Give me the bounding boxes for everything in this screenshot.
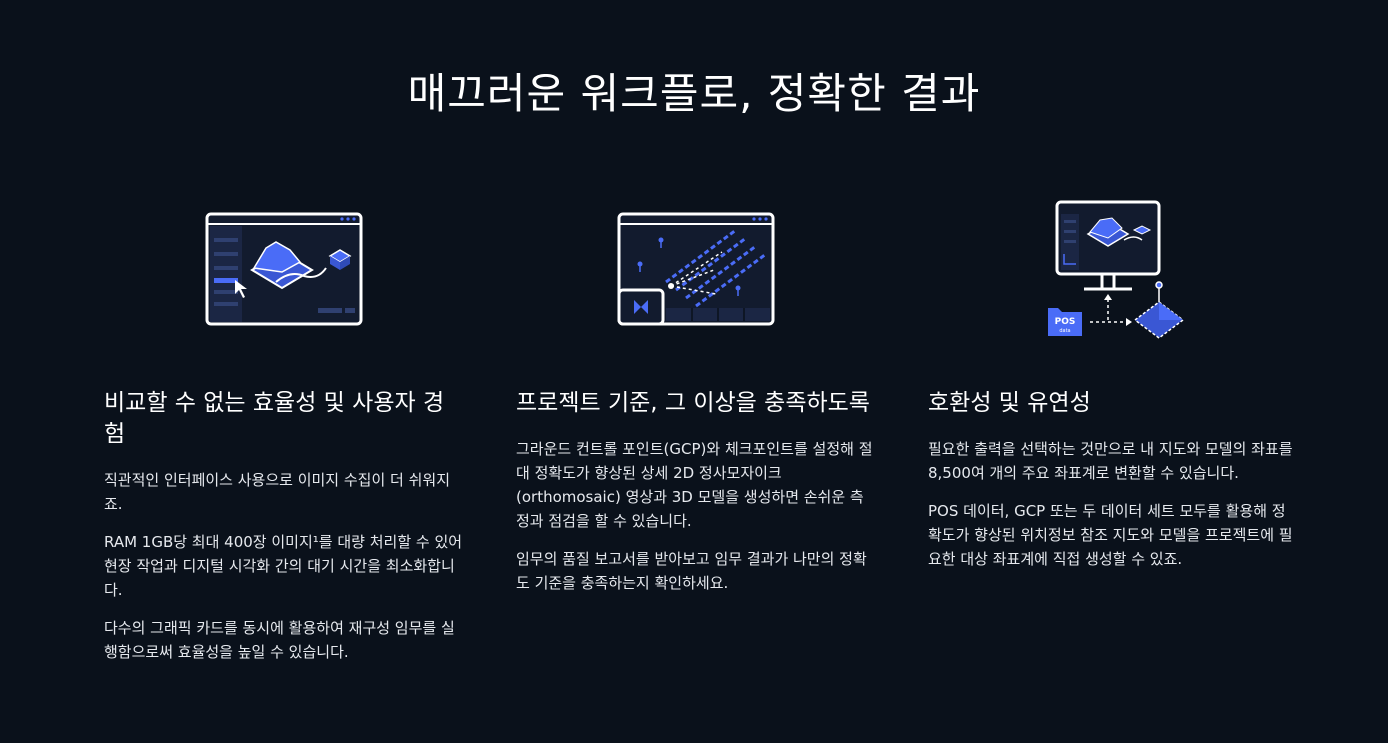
- feature-title: 비교할 수 없는 효율성 및 사용자 경험: [104, 390, 445, 447]
- feature-title: 호환성 및 유연성: [928, 390, 1091, 416]
- pos-label: POS: [1055, 317, 1076, 327]
- feature-paragraph: 그라운드 컨트롤 포인트(GCP)와 체크포인트를 설정해 절대 정확도가 향상…: [516, 440, 873, 530]
- feature-paragraph: 다수의 그래픽 카드를 동시에 활용하여 재구성 임무를 실행함으로써 효율성을…: [104, 619, 455, 661]
- feature-paragraph: POS 데이터, GCP 또는 두 데이터 세트 모두를 활용해 정확도가 향상…: [928, 502, 1293, 568]
- feature-paragraph: 임무의 품질 보고서를 받아보고 임무 결과가 나만의 정확도 기준을 충족하는…: [516, 550, 867, 592]
- pos-sub-label: data: [1059, 328, 1070, 334]
- feature-paragraph: RAM 1GB당 최대 400장 이미지¹를 대량 처리할 수 있어 현장 작업…: [104, 533, 463, 599]
- feature-paragraph: 직관적인 인터페이스 사용으로 이미지 수집이 더 쉬워지죠.: [104, 471, 451, 513]
- page-title: 매끄러운 워크플로, 정확한 결과: [407, 69, 981, 118]
- monitor-pos-data-icon: POS data: [928, 190, 1288, 350]
- feature-accuracy: 프로젝트 기준, 그 이상을 충족하도록 그라운드 컨트롤 포인트(GCP)와 …: [516, 190, 876, 595]
- gcp-checkpoint-grid-icon: [516, 190, 876, 350]
- feature-compatibility: POS data 호환성 및 유연성 필요한 출력을 선택하는 것만으로 내 지…: [928, 190, 1293, 571]
- feature-efficiency: 비교할 수 없는 효율성 및 사용자 경험 직관적인 인터페이스 사용으로 이미…: [104, 190, 464, 664]
- feature-title: 프로젝트 기준, 그 이상을 충족하도록: [516, 390, 870, 416]
- feature-paragraph: 필요한 출력을 선택하는 것만으로 내 지도와 모델의 좌표를 8,500여 개…: [928, 440, 1293, 482]
- software-window-3d-model-icon: [104, 190, 464, 350]
